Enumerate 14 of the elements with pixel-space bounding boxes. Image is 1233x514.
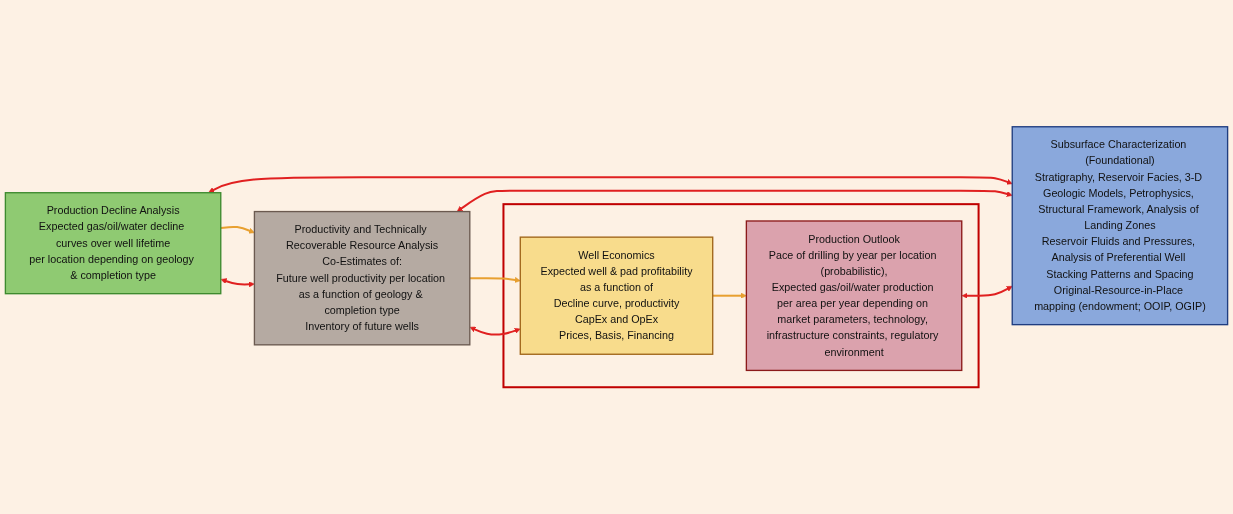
- arrow: [469, 326, 521, 336]
- node-box: Productivity and Technically Recoverable Resource Analysis Co-Estimates of: Future well productivity per location as a function of geology & completion type Inventory of future wells: [253, 210, 471, 346]
- node-box: Production Decline Analysis Expected gas/oil/water decline curves over well lifetime per location depending on geology & completion type: [4, 192, 222, 295]
- node-box: Subsurface Characterization (Foundational) Stratigraphy, Reservoir Facies, 3-D Geologic Models, Petrophysics, Structural Framework, Analysis of Landing Zones Reservoir Fluids and Pressures, Analysis of Preferential Well Stacking Patterns and Spacing Original-Resource-in-Place mapping (endowment; OOIP, OGIP): [1011, 126, 1229, 326]
- node-box: Well Economics Expected well & pad profitability as a function of Decline curve, productivity CapEx and OpEx Prices, Basis, Financing: [519, 236, 714, 355]
- arrow: [220, 225, 255, 234]
- node-box: Production Outlook Pace of drilling by year per location (probabilistic), Expected gas/oil/water production per area per year depending on market parameters, technology, infrastructure constraints, regulatory environment: [745, 220, 963, 372]
- arrow: [220, 278, 255, 288]
- cluster: [502, 203, 980, 389]
- arrow: [469, 277, 521, 283]
- arrow: [208, 176, 1013, 193]
- arrow: [456, 189, 1013, 212]
- arrow: [712, 292, 747, 299]
- arrow: [961, 285, 1013, 299]
